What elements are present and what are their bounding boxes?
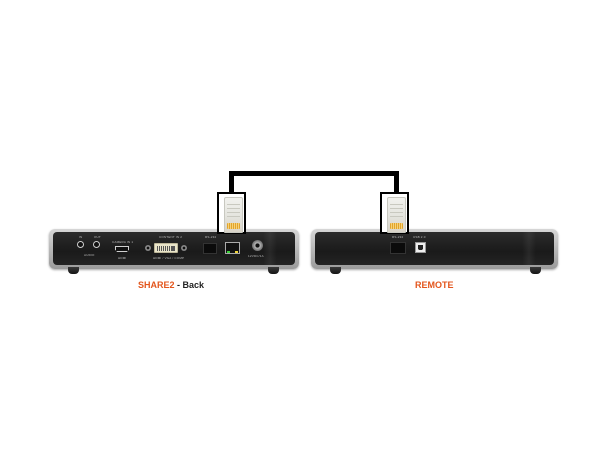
power-label: 12VDC/1A — [248, 254, 264, 258]
lan-port-icon — [225, 242, 240, 254]
remote-label-primary: REMOTE — [415, 280, 454, 290]
share2-foot-left — [68, 267, 79, 274]
share2-label-primary: SHARE2 — [138, 280, 175, 290]
rs232-cable-top — [229, 171, 399, 176]
dvi-sub-label: HDMI / VGA / COMP — [153, 256, 185, 260]
rs232-port-icon — [203, 243, 217, 254]
remote-rs232-label: RS-232 — [392, 235, 404, 239]
audio-in-label: IN — [79, 235, 83, 239]
remote-foot-left — [330, 267, 341, 274]
rj45-connector-icon-share2 — [217, 192, 246, 234]
rj45-connector-icon-remote — [380, 192, 409, 234]
remote-label: REMOTE — [415, 280, 454, 290]
rs232-cable-right-drop — [394, 171, 399, 194]
usb-label: USB 2.0 — [413, 235, 426, 239]
audio-out-jack-icon — [93, 241, 100, 248]
usb-port-icon — [415, 242, 426, 253]
dvi-screw-left-icon — [145, 245, 151, 251]
content-in-label: CONTENT IN 2 — [159, 235, 183, 239]
hdmi-port-icon — [115, 246, 129, 252]
share2-label-separator: - — [174, 280, 183, 290]
share2-foot-right — [268, 267, 279, 274]
remote-device: RS-232 USB 2.0 — [311, 229, 558, 269]
share2-label: SHARE2 - Back — [138, 280, 204, 290]
share2-label-secondary: Back — [182, 280, 205, 290]
audio-in-jack-icon — [77, 241, 84, 248]
dvi-screw-right-icon — [181, 245, 187, 251]
audio-out-label: OUT — [94, 235, 101, 239]
remote-rs232-port-icon — [390, 242, 406, 254]
hdmi-label: HDMI — [118, 256, 127, 260]
share2-device: IN OUT AUDIO CAMERA IN 1 HDMI CONTENT IN… — [49, 229, 299, 269]
remote-foot-right — [530, 267, 541, 274]
dvi-port-icon — [154, 243, 178, 253]
power-port-icon — [252, 240, 263, 251]
camera-in-label: CAMERA IN 1 — [112, 240, 134, 244]
rs232-label: RS-232 — [205, 235, 217, 239]
audio-label: AUDIO — [84, 253, 95, 257]
rs232-cable-left-drop — [229, 171, 234, 194]
